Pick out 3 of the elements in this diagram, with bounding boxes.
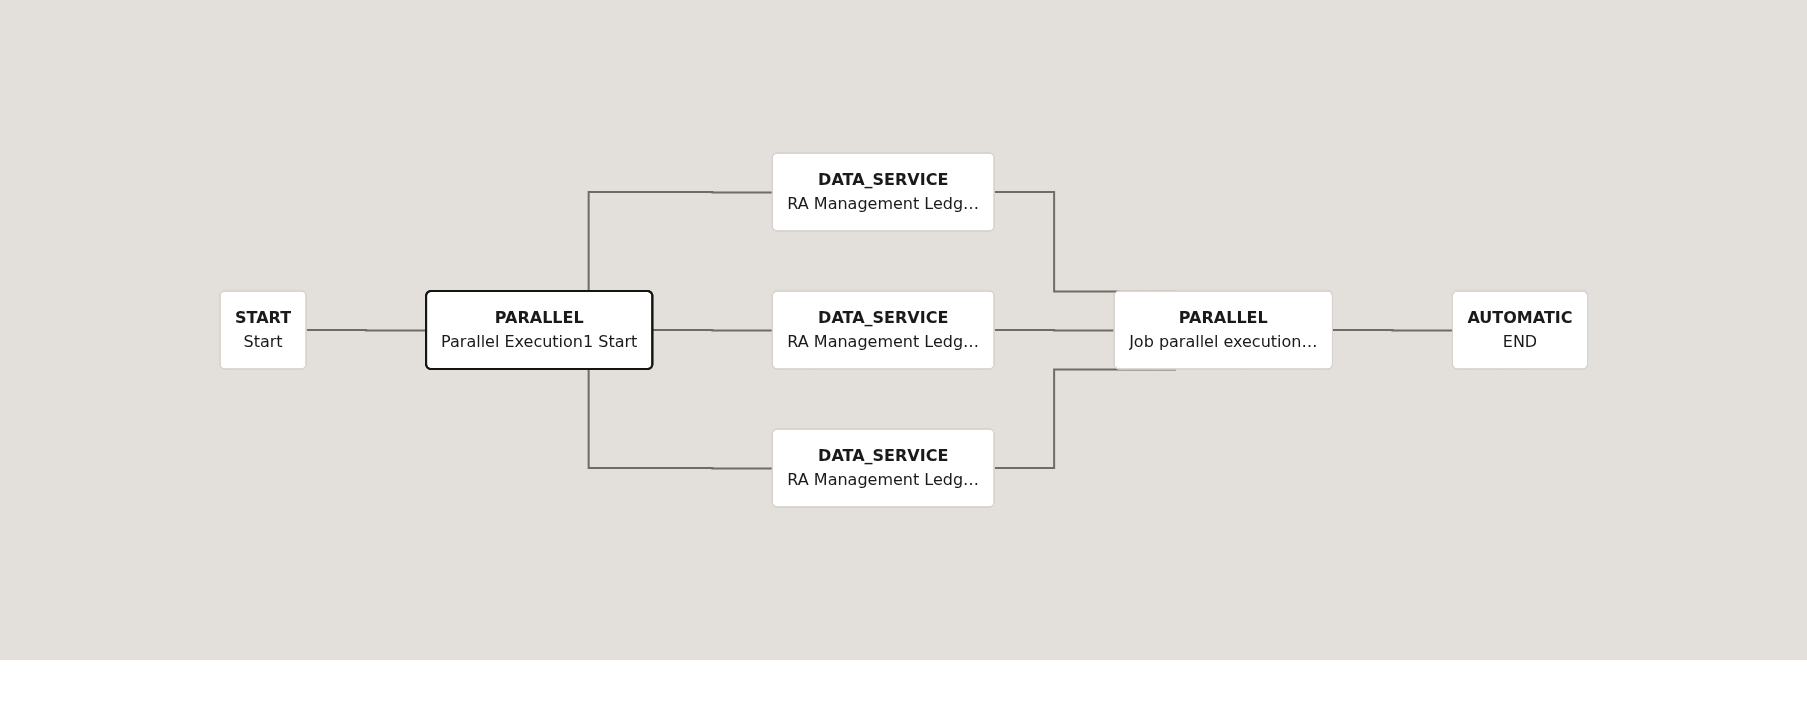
connector (587, 368, 774, 470)
connector (587, 191, 774, 293)
connector (1331, 329, 1454, 332)
